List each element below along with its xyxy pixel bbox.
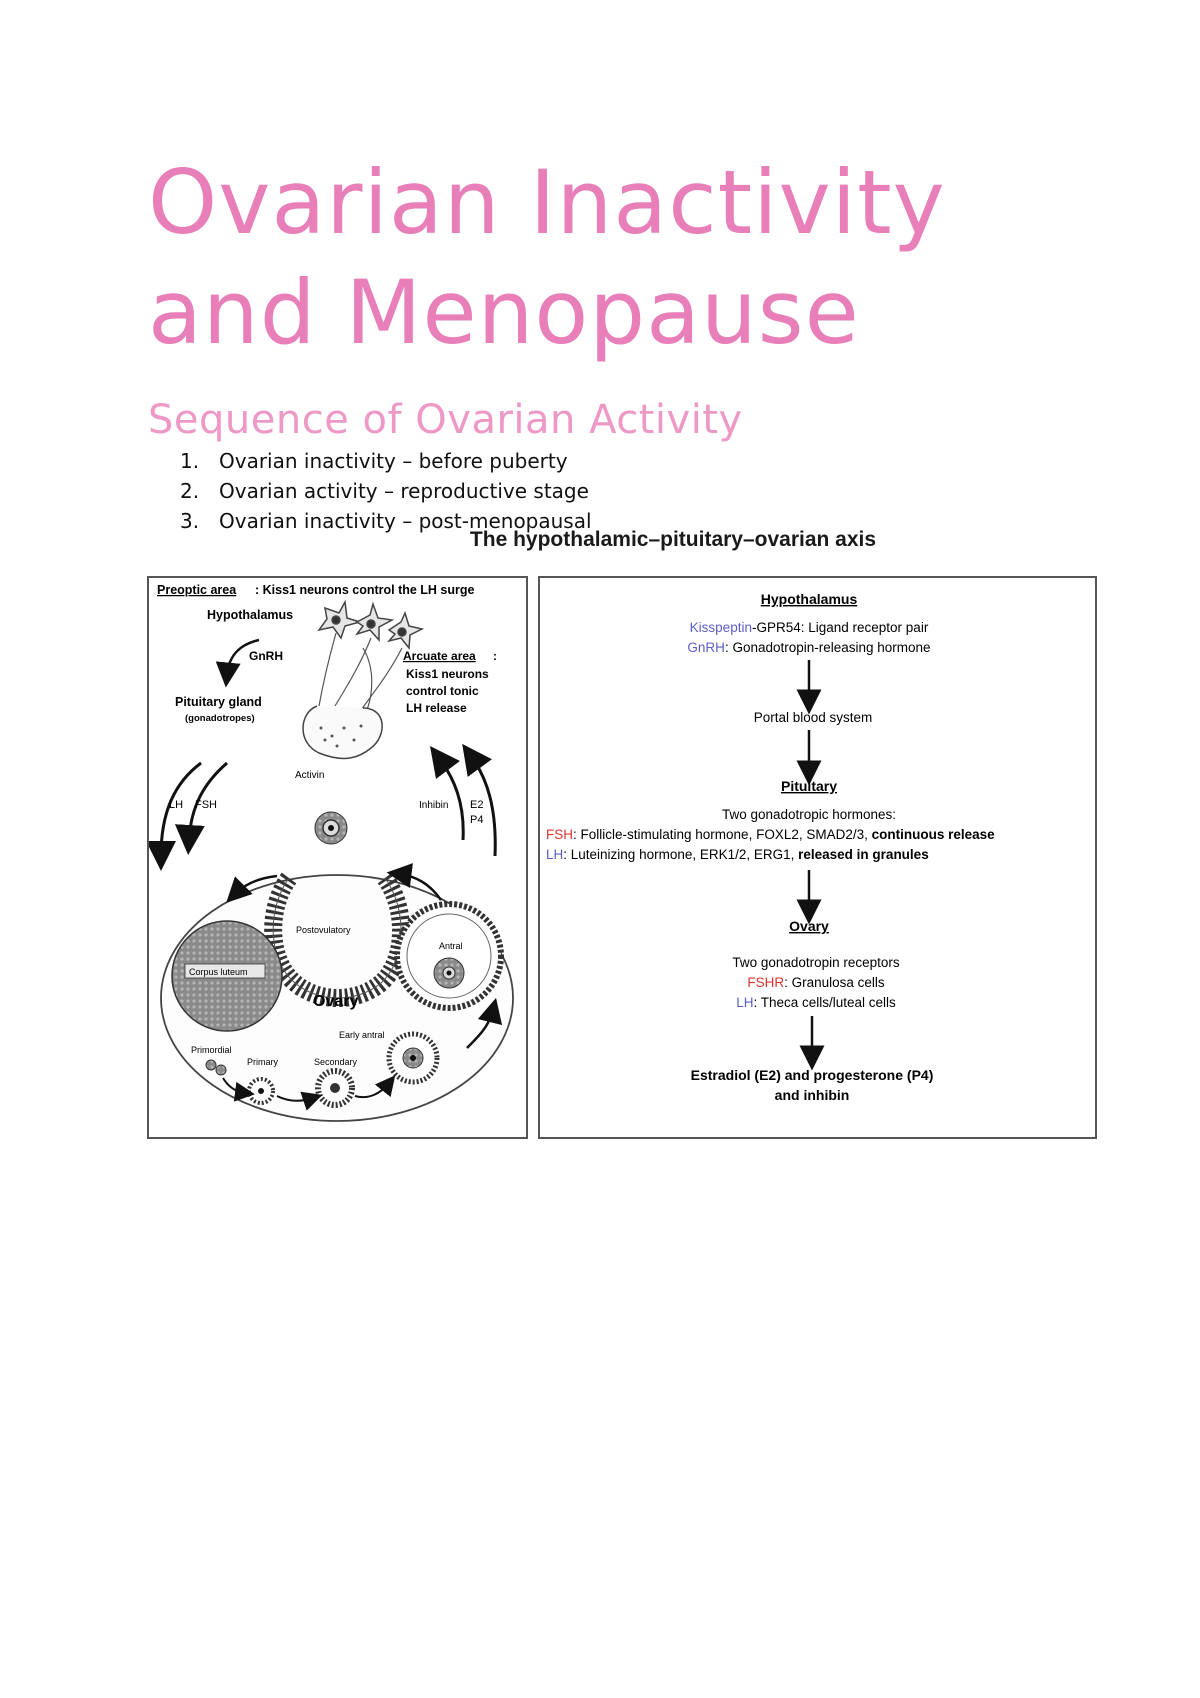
arcuate-area-label: Arcuate area <box>403 649 476 663</box>
arcuate-line-2: control tonic <box>406 684 479 698</box>
lh-desc: : Luteinizing hormone, ERK1/2, ERG1, <box>563 847 798 862</box>
list-text: Ovarian activity – reproductive stage <box>219 479 589 503</box>
page-title: Ovarian Inactivity and Menopause <box>148 148 946 368</box>
hypothalamus-label: Hypothalamus <box>207 608 293 622</box>
p4-label: P4 <box>470 814 483 826</box>
cycle-arrow-to-postov <box>386 863 443 901</box>
hypothalamus-heading: Hypothalamus <box>761 591 858 607</box>
two-receptors-label: Two gonadotropin receptors <box>732 955 900 970</box>
early-antral-follicle-icon <box>386 1031 440 1085</box>
axon-lines <box>318 632 403 711</box>
arrow-primary-secondary <box>276 1091 323 1111</box>
cycle-arrow-to-cl <box>226 874 278 903</box>
kisspeptin-desc: -GPR54: Ligand receptor pair <box>752 620 929 635</box>
two-hormones-label: Two gonadotropic hormones: <box>722 807 896 822</box>
lh-bold: released in granules <box>798 847 929 862</box>
corpus-luteum-label-box <box>184 963 266 979</box>
portal-blood-label: Portal blood system <box>754 710 873 725</box>
primary-label: Primary <box>247 1057 278 1067</box>
arcuate-line-1: Kiss1 neurons <box>406 667 489 681</box>
lh-receptor-desc: : Theca cells/luteal cells <box>753 995 896 1010</box>
gonadotropes-label: (gonadotropes) <box>185 713 255 724</box>
activin-label: Activin <box>295 770 324 781</box>
antral-label: Antral <box>439 941 463 951</box>
gnrh-term: GnRH <box>687 640 725 655</box>
hpo-diagram: Preoptic area : Kiss1 neurons control th… <box>146 583 514 1122</box>
inhibin-arrow <box>430 745 465 841</box>
gnrh-desc: : Gonadotropin-releasing hormone <box>725 640 931 655</box>
secondary-label: Secondary <box>314 1057 358 1067</box>
lh-label: LH <box>169 799 183 811</box>
pituitary-gland-icon <box>302 705 383 760</box>
pituitary-cells <box>319 724 363 748</box>
list-item: 3. Ovarian inactivity – post-menopausal <box>180 506 592 536</box>
list-text: Ovarian inactivity – post-menopausal <box>219 509 592 533</box>
estradiol-line-2: and inhibin <box>775 1087 850 1103</box>
preoptic-area-label: Preoptic area <box>157 583 237 597</box>
primordial-label: Primordial <box>191 1045 232 1055</box>
title-line-2: and Menopause <box>148 261 860 364</box>
arcuate-line-3: LH release <box>406 701 467 715</box>
arcuate-colon: : <box>493 649 497 663</box>
kiss1-neurons-icon <box>317 599 425 650</box>
hpo-flowchart-panel: Hypothalamus Kisspeptin-GPR54: Ligand re… <box>538 576 1097 1139</box>
list-number: 3. <box>180 509 200 533</box>
ovary-label: Ovary <box>313 993 358 1010</box>
fsh-label: FSH <box>195 799 217 811</box>
lh-term: LH <box>546 847 563 862</box>
fsh-bold: continuous release <box>872 827 996 842</box>
early-antral-label: Early antral <box>339 1030 385 1040</box>
primordial-follicle-icon <box>205 1059 227 1076</box>
released-oocyte-icon <box>314 811 348 845</box>
arrow-primordial-primary <box>222 1077 255 1102</box>
inhibin-label: Inhibin <box>419 800 448 811</box>
arrow-secondary-early-antral <box>354 1075 396 1099</box>
fsh-arrow <box>174 761 228 855</box>
gnrh-line: GnRH: Gonadotropin-releasing hormone <box>687 640 930 655</box>
section-heading: Sequence of Ovarian Activity <box>148 397 743 443</box>
estradiol-line-1: Estradiol (E2) and progesterone (P4) <box>691 1067 934 1083</box>
list-text: Ovarian inactivity – before puberty <box>219 449 568 473</box>
gnrh-label: GnRH <box>249 649 283 663</box>
figure-title: The hypothalamic–pituitary–ovarian axis <box>469 528 877 551</box>
lh-line: LH: Luteinizing hormone, ERK1/2, ERG1, r… <box>546 847 929 862</box>
antral-follicle-icon <box>394 901 504 1011</box>
ovarian-activity-list: 1. Ovarian inactivity – before puberty 2.… <box>180 446 592 536</box>
e2-p4-arrow <box>462 743 497 857</box>
gnrh-arrow <box>215 638 260 688</box>
corpus-luteum-label: Corpus luteum <box>189 967 248 977</box>
fshr-desc: : Granulosa cells <box>784 975 885 990</box>
lh-receptor-term: LH <box>736 995 753 1010</box>
preoptic-area-text: : Kiss1 neurons control the LH surge <box>255 583 475 597</box>
list-number: 2. <box>180 479 200 503</box>
ovary-heading: Ovary <box>789 918 829 934</box>
fsh-term: FSH <box>546 827 573 842</box>
hpo-diagram-panel: Preoptic area : Kiss1 neurons control th… <box>146 576 528 1139</box>
primary-follicle-icon <box>247 1077 275 1105</box>
title-line-1: Ovarian Inactivity <box>148 151 946 254</box>
kisspeptin-term: Kisspeptin <box>690 620 752 635</box>
kisspeptin-line: Kisspeptin-GPR54: Ligand receptor pair <box>690 620 929 635</box>
pituitary-gland-label: Pituitary gland <box>175 695 262 709</box>
lh-arrow <box>146 761 202 871</box>
lh-receptor-line: LH: Theca cells/luteal cells <box>736 995 896 1010</box>
fshr-line: FSHR: Granulosa cells <box>747 975 885 990</box>
list-item: 1. Ovarian inactivity – before puberty <box>180 446 592 476</box>
list-number: 1. <box>180 449 200 473</box>
hpo-flowchart: Hypothalamus Kisspeptin-GPR54: Ligand re… <box>546 591 995 1103</box>
e2-label: E2 <box>470 799 483 811</box>
fsh-line: FSH: Follicle-stimulating hormone, FOXL2… <box>546 827 995 842</box>
fshr-term: FSHR <box>747 975 784 990</box>
fsh-desc: : Follicle-stimulating hormone, FOXL2, S… <box>573 827 872 842</box>
postovulatory-label: Postovulatory <box>296 925 351 935</box>
secondary-follicle-icon <box>315 1068 355 1108</box>
cycle-arrow-to-antral <box>466 997 503 1049</box>
pituitary-heading: Pituitary <box>781 778 837 794</box>
list-item: 2. Ovarian activity – reproductive stage <box>180 476 592 506</box>
